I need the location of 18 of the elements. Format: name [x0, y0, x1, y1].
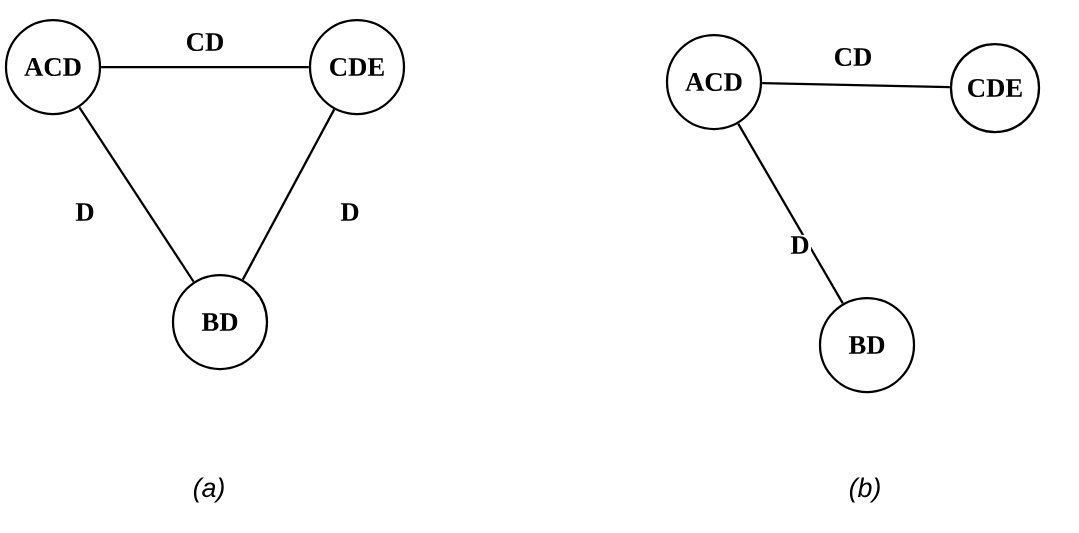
- circle-node: ACD: [665, 33, 763, 131]
- connector-line: [762, 81, 950, 89]
- edge-label: D: [338, 201, 362, 223]
- circle-node: CDE: [308, 18, 406, 116]
- connector-line: [737, 123, 844, 304]
- circle-node: BD: [171, 273, 269, 371]
- edge-label: CD: [832, 46, 874, 68]
- connector-line: [241, 108, 336, 281]
- connector-line: [78, 106, 195, 283]
- edge-label: CD: [184, 31, 226, 53]
- circle-node: ACD: [4, 18, 102, 116]
- connector-line: [101, 65, 309, 69]
- panel-caption: (a): [193, 477, 224, 503]
- edge-label: D: [73, 201, 97, 223]
- circle-node: BD: [818, 296, 916, 394]
- circle-node: CDE: [949, 42, 1041, 134]
- panel-caption: (b): [849, 477, 880, 503]
- edge-label: D: [788, 234, 812, 256]
